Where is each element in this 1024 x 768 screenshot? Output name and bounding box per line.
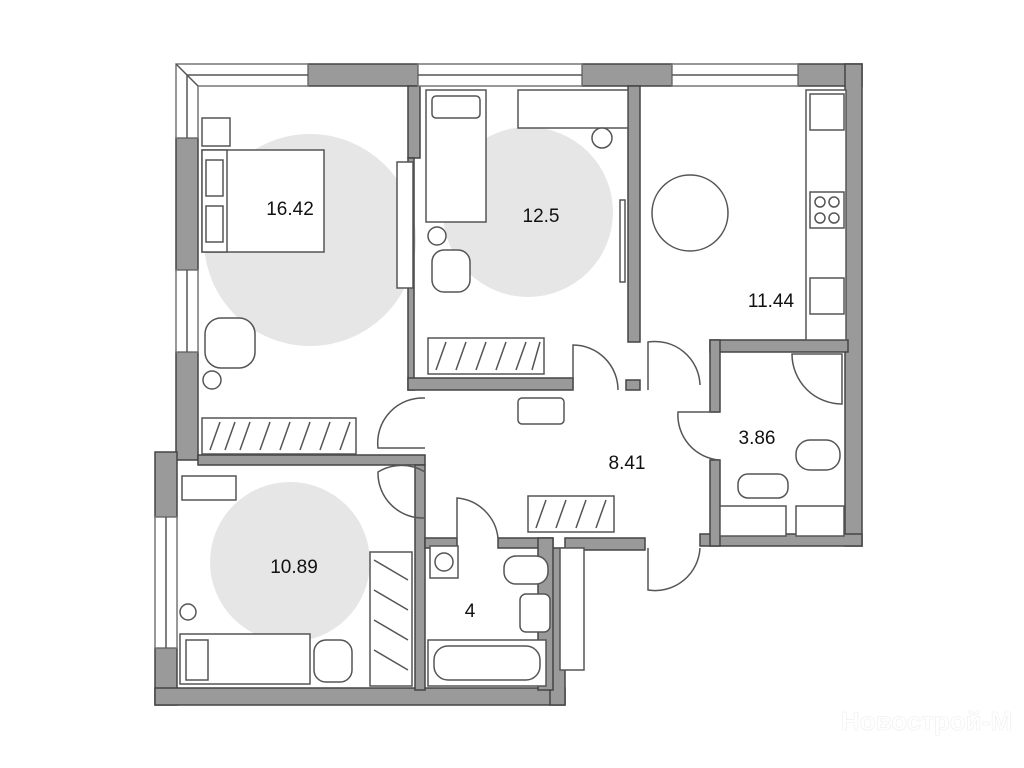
room-area-bedroom-1: 16.42 [266, 199, 314, 220]
room-area-bedroom-3: 10.89 [270, 557, 318, 578]
walls [154, 63, 863, 706]
furniture [179, 89, 847, 687]
room-area-bathroom-small: 3.86 [739, 428, 776, 449]
windows [154, 63, 799, 649]
room-area-hallway: 8.41 [609, 453, 646, 474]
watermark: Новострой-М [841, 706, 1012, 736]
doors [376, 340, 721, 592]
room-area-kitchen: 11.44 [748, 291, 795, 312]
room-area-bathroom: 4 [465, 601, 476, 622]
room-area-bedroom-2: 12.5 [523, 206, 560, 227]
